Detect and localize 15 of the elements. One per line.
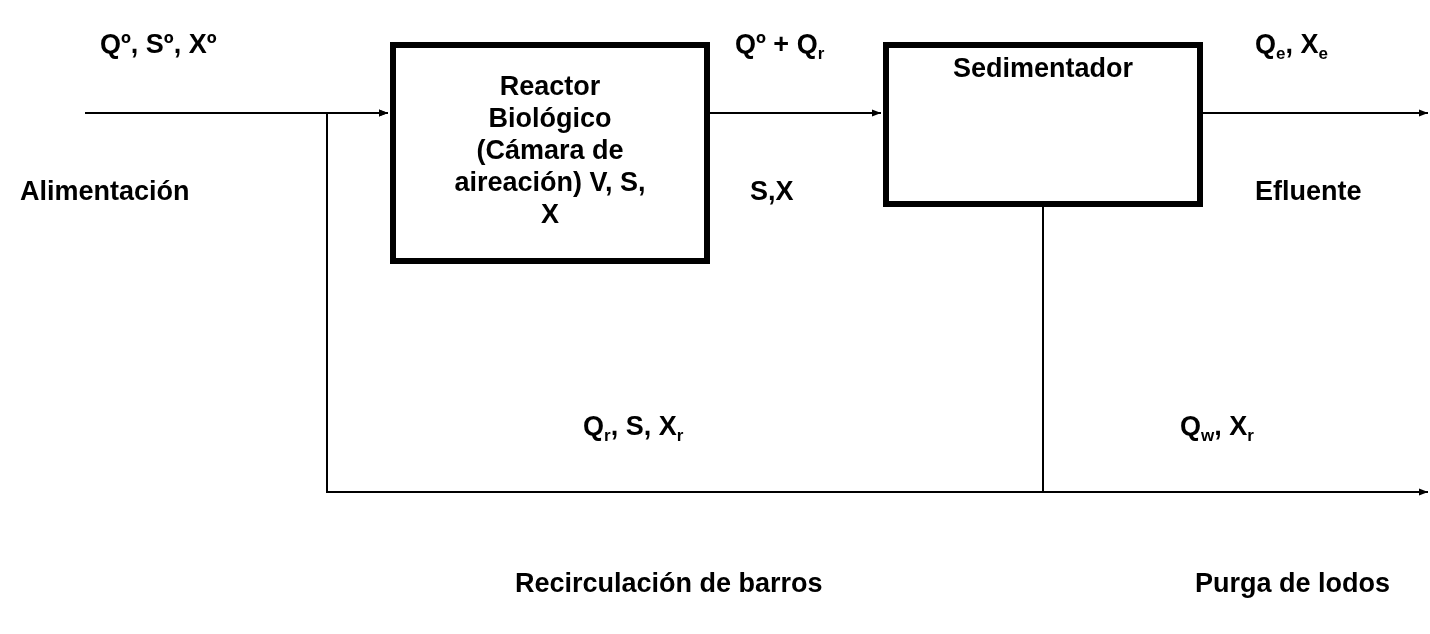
stream-name: Efluente: [1255, 175, 1362, 207]
flow-label: Qº + Q$_{r}$: [735, 28, 825, 60]
arrow: [326, 109, 1044, 493]
arrow: [1202, 109, 1429, 117]
settler-box: Sedimentador: [883, 42, 1203, 207]
flow-label: Qº, Sº, Xº: [100, 28, 217, 60]
stream-name: Alimentación: [20, 175, 190, 207]
stream-name: Purga de lodos: [1195, 567, 1391, 599]
arrow: [709, 109, 882, 117]
reactor-box: Reactor Biológico (Cámara de aireación) V, S, X: [390, 42, 710, 264]
flow-label: S,X: [750, 175, 794, 207]
flow-label: Q$_{w}$, X$_{r}$: [1180, 410, 1254, 442]
flow-label: Q$_{e}$, X$_{e}$: [1255, 28, 1328, 60]
flow-label: Q$_{r}$, S, X$_{r}$: [583, 410, 684, 442]
stream-name: Recirculación de barros: [515, 567, 823, 599]
